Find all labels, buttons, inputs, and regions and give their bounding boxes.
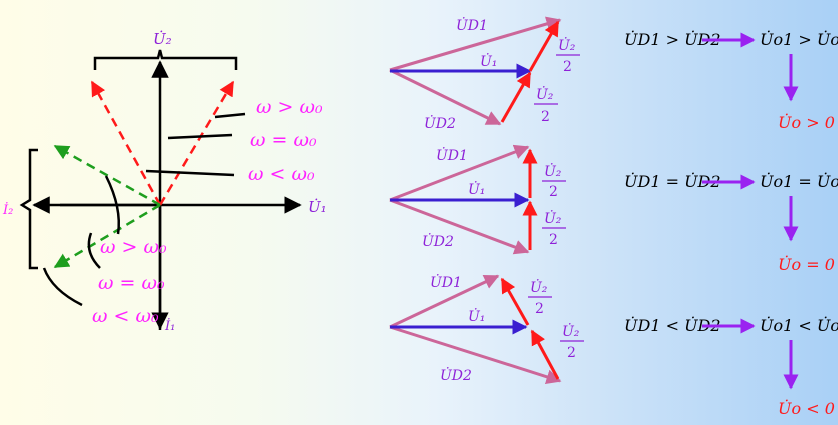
phasor-case-2: U̇D1 U̇₁ U̇D2 U̇₂ 2 U̇₂ 2 [389, 144, 566, 255]
half-u2-num-lower: U̇₂ [562, 322, 580, 340]
i1-label: İ₁ [164, 317, 175, 334]
relation-3: U̇D1 < U̇D2 U̇o1 < U̇o2 U̇o < 0 [624, 316, 838, 418]
ud2-vector [389, 198, 530, 255]
ud2-label: U̇D2 [440, 366, 472, 384]
ud1-label: U̇D1 [430, 273, 462, 291]
i2-label: İ₂ [2, 201, 13, 218]
phasor-case-1: U̇D1 U̇₁ U̇D2 U̇₂ 2 U̇₂ 2 [389, 16, 580, 132]
leader-line-2 [167, 133, 233, 140]
output-relation-text: U̇o1 < U̇o2 [760, 316, 838, 335]
result-text: U̇o < 0 [778, 399, 835, 418]
ud1-vector [389, 16, 562, 72]
u2-label: U̇₂ [153, 30, 172, 48]
result-text: U̇o = 0 [778, 255, 835, 274]
half-u2-den-upper: 2 [549, 184, 558, 200]
current-condition-eq: ω = ω₀ [98, 272, 165, 294]
half-u2-vector-lower [500, 71, 532, 123]
ud1-vector [389, 144, 530, 202]
relation-2: U̇D1 = U̇D2 U̇o1 = U̇o2 U̇o = 0 [624, 172, 838, 274]
arc-3 [42, 267, 83, 307]
u1-label: U̇₁ [308, 198, 327, 216]
ud2-label: U̇D2 [422, 232, 454, 250]
half-u2-vector-upper [500, 277, 530, 326]
voltage-condition-eq: ω = ω₀ [250, 129, 317, 151]
ud2-label: U̇D2 [424, 114, 456, 132]
half-u2-num-upper: U̇₂ [544, 162, 562, 180]
u1-label: U̇₁ [468, 307, 485, 325]
u2-bracket [93, 49, 238, 70]
u1-label: U̇₁ [468, 180, 485, 198]
half-u2-vector-lower [530, 329, 560, 380]
red-dashed-phasor-left [90, 80, 162, 206]
half-u2-num-lower: U̇₂ [544, 209, 562, 227]
half-u2-num-upper: U̇₂ [530, 278, 548, 296]
i2-bracket [19, 148, 38, 270]
ud2-vector [389, 68, 502, 126]
current-condition-gt: ω > ω₀ [100, 236, 167, 258]
condition-text: U̇D1 = U̇D2 [624, 172, 721, 191]
red-dashed-phasor-right [158, 80, 235, 206]
arc-1 [104, 175, 120, 235]
green-dashed-phasor-upper [53, 144, 161, 207]
green-dashed-phasor-lower [53, 203, 161, 269]
arc-2 [87, 232, 101, 269]
current-condition-lt: ω < ω₀ [92, 305, 159, 327]
ud1-label: U̇D1 [456, 16, 488, 34]
half-u2-vector-upper [528, 20, 560, 72]
half-u2-num-lower: U̇₂ [536, 85, 554, 103]
output-relation-text: U̇o1 = U̇o2 [760, 172, 838, 191]
leader-line-1 [214, 112, 246, 119]
voltage-condition-gt: ω > ω₀ [256, 96, 323, 118]
leader-line-3 [145, 169, 235, 177]
ud1-label: U̇D1 [436, 146, 468, 164]
relation-1: U̇D1 > U̇D2 U̇o1 > U̇o2 U̇o > 0 [624, 30, 838, 132]
half-u2-num-upper: U̇₂ [558, 36, 576, 54]
ud2-vector [389, 325, 562, 385]
half-u2-den-lower: 2 [567, 345, 576, 361]
result-text: U̇o > 0 [778, 113, 835, 132]
u1-label: U̇₁ [480, 52, 497, 70]
output-relation-text: U̇o1 > U̇o2 [760, 30, 838, 49]
half-u2-den-upper: 2 [563, 59, 572, 75]
condition-text: U̇D1 > U̇D2 [624, 30, 721, 49]
ud1-vector [389, 274, 500, 329]
left-phasor-diagram: U̇₂ U̇₁ İ₂ İ₁ ω > ω₀ ω = ω₀ ω < ω₀ ω >… [2, 30, 327, 334]
half-u2-den-upper: 2 [535, 301, 544, 317]
phasor-case-3: U̇D1 U̇₁ U̇D2 U̇₂ 2 U̇₂ 2 [389, 273, 584, 385]
condition-text: U̇D1 < U̇D2 [624, 316, 721, 335]
half-u2-den-lower: 2 [541, 109, 550, 125]
half-u2-den-lower: 2 [549, 232, 558, 248]
voltage-condition-lt: ω < ω₀ [248, 163, 315, 185]
